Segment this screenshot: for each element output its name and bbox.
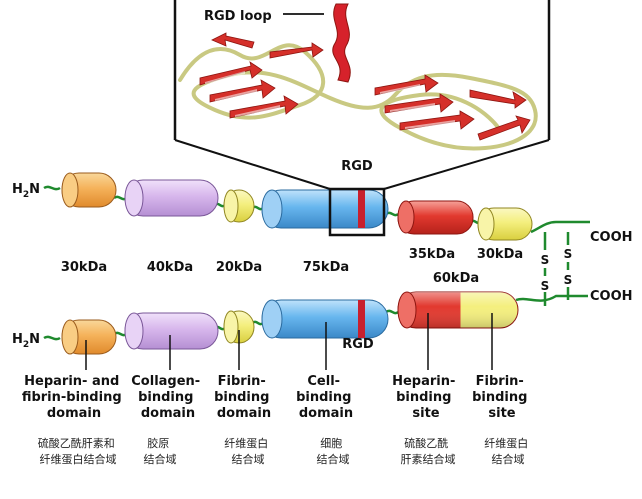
domain-5-name: Heparin- binding site <box>392 374 460 421</box>
size-label-30kda-c: 30kDa <box>477 247 523 262</box>
domain-chinese-captions: 硫酸乙酰肝素和 纤维蛋白结合域 胶原 结合域 纤维蛋白 结合域 细胞 结合域 硫… <box>38 436 532 466</box>
size-label-60kda: 60kDa <box>433 271 479 286</box>
zoom-line-right-diagonal <box>383 139 550 190</box>
zoom-line-left-diagonal <box>174 139 331 190</box>
protein-structure-illustration: RGD loop <box>173 0 551 190</box>
domain-pointer-lines <box>85 313 493 370</box>
domain-6-cn: 纤维蛋白 结合域 <box>484 436 532 466</box>
rgd-band-bottom <box>358 300 365 338</box>
bottom-chain: H2N RGD <box>12 289 633 355</box>
domain-4-cn: 细胞 结合域 <box>317 437 350 466</box>
domain-2-cn: 胶原 结合域 <box>144 436 177 466</box>
domain-4-name: Cell- binding domain <box>296 374 356 421</box>
top-domain-75kda-blue <box>261 189 389 229</box>
strands-left <box>199 32 324 119</box>
c-terminus-bottom: COOH <box>590 289 633 304</box>
size-label-30kda: 30kDa <box>61 260 107 275</box>
size-label-75kda: 75kDa <box>303 260 349 275</box>
top-domain-35kda-red <box>397 200 474 235</box>
top-chain: H2N <box>12 159 633 245</box>
domain-1-name: Heparin- and fibrin-binding domain <box>22 374 126 421</box>
top-domain-30kda-yellow <box>477 207 533 241</box>
size-label-35kda: 35kDa <box>409 247 455 262</box>
domain-names: Heparin- and fibrin-binding domain Colla… <box>22 374 532 421</box>
domain-1-cn: 硫酸乙酰肝素和 纤维蛋白结合域 <box>38 436 119 466</box>
n-terminus-top: H2N <box>12 182 40 200</box>
bottom-domain-yellow <box>223 310 255 344</box>
n-terminus-bottom: H2N <box>12 332 40 350</box>
bottom-domain-orange <box>61 319 117 355</box>
domain-2-name: Collagen- binding domain <box>131 374 204 421</box>
size-label-20kda: 20kDa <box>216 260 262 275</box>
bottom-domain-lavender <box>124 312 219 350</box>
size-label-40kda: 40kDa <box>147 260 193 275</box>
rgd-label-top: RGD <box>341 159 373 174</box>
c-terminus-top: COOH <box>590 230 633 245</box>
rgd-label-bottom: RGD <box>342 337 374 352</box>
disulfide-s4: S <box>564 273 573 287</box>
rgd-band-top <box>358 190 365 228</box>
domain-3-name: Fibrin- binding domain <box>214 374 274 421</box>
rgd-loop-label: RGD loop <box>204 9 272 24</box>
size-labels: 30kDa 40kDa 20kDa 75kDa 35kDa 30kDa 60kD… <box>61 247 523 286</box>
bottom-domain-red-yellow <box>397 291 519 329</box>
domain-6-name: Fibrin- binding site <box>472 374 532 421</box>
domain-3-cn: 纤维蛋白 结合域 <box>224 436 272 466</box>
disulfide-s3: S <box>564 247 573 261</box>
disulfide-s2: S <box>541 279 550 293</box>
rgd-zoom-box <box>328 187 386 237</box>
disulfide-s1: S <box>541 253 550 267</box>
top-domain-30kda-orange <box>61 172 117 208</box>
top-domain-20kda-yellow <box>223 189 255 223</box>
bottom-domain-blue <box>261 299 389 339</box>
domain-5-cn: 硫酸乙酰 肝素结合域 <box>401 436 456 466</box>
rgd-loop-spike <box>332 3 351 83</box>
top-domain-40kda-lavender <box>124 179 219 217</box>
